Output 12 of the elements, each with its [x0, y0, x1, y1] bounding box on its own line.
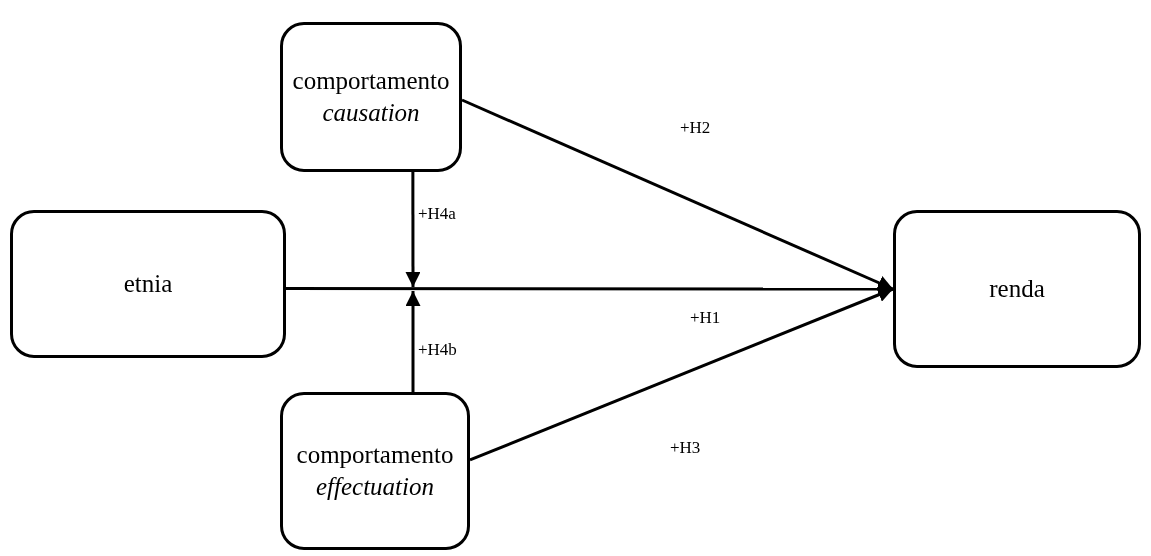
process-box: [893, 210, 1141, 368]
process-box: [280, 392, 470, 550]
process-box: [280, 22, 462, 172]
arrow: [469, 287, 894, 462]
arrow: [405, 172, 421, 287]
process-box: [10, 210, 286, 358]
arrow: [461, 98, 894, 291]
arrow: [405, 291, 421, 392]
box-label: comportamento effectuation: [295, 439, 455, 502]
box-label: etnia: [123, 268, 173, 299]
box-label: renda: [989, 273, 1045, 304]
box-label: comportamento causation: [292, 65, 450, 128]
